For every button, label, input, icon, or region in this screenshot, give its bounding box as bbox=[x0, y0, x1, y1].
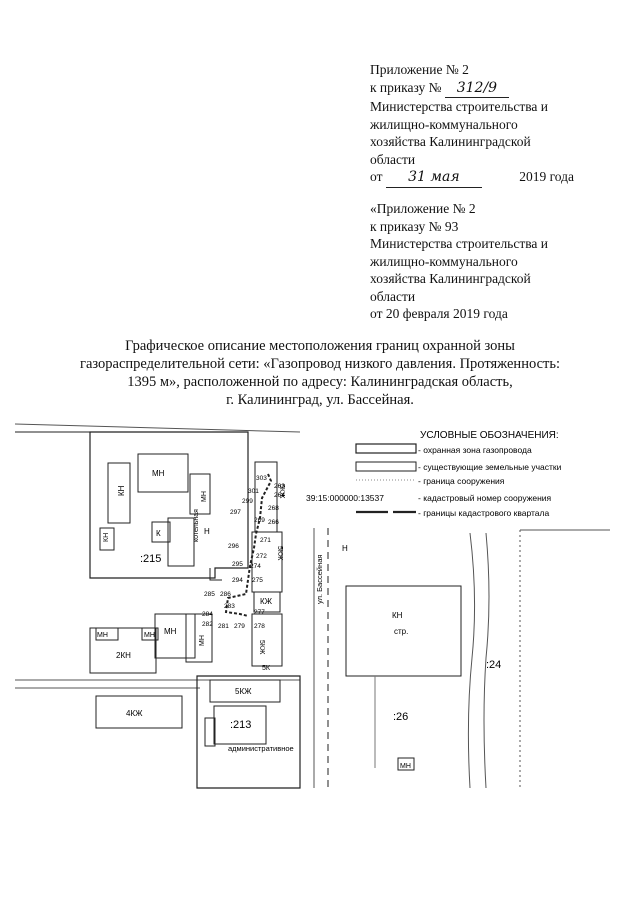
label-5kj-d: 5КЖ bbox=[235, 687, 252, 696]
point-303: 303 bbox=[256, 475, 267, 482]
point-284: 284 bbox=[202, 611, 213, 618]
legend-item-land-plots: - существующие земельные участки bbox=[418, 462, 562, 472]
label-n: Н bbox=[204, 527, 210, 536]
point-294: 294 bbox=[232, 577, 243, 584]
point-281: 281 bbox=[218, 623, 229, 630]
label-5kj-b: 5КЖ bbox=[276, 546, 283, 561]
label-mn-5: МН bbox=[164, 627, 177, 636]
label-kj: КЖ bbox=[260, 597, 273, 606]
label-admin: административное bbox=[228, 744, 294, 753]
ministry-line-2: жилищно-коммунального bbox=[370, 116, 518, 132]
point-268: 268 bbox=[268, 505, 279, 512]
point-263: 263 bbox=[274, 483, 285, 490]
label-kotelnaya: котельная bbox=[193, 509, 200, 542]
label-2kn: 2КН bbox=[116, 651, 131, 660]
label-mn-2: МН bbox=[201, 491, 208, 502]
annex-new-order: к приказу № 312/9 bbox=[370, 79, 574, 98]
legend-item-cadastral-number: - кадастровый номер сооружения bbox=[418, 493, 552, 503]
point-296: 296 bbox=[228, 543, 239, 550]
label-parcel-24: :24 bbox=[486, 659, 501, 671]
label-parcel-215: :215 bbox=[140, 553, 161, 565]
ministry-line-3: хозяйства Калининградской bbox=[370, 134, 531, 149]
point-277: 277 bbox=[254, 609, 265, 616]
annex-old-block: «Приложение № 2 к приказу № 93 Министерс… bbox=[370, 200, 548, 323]
label-mn-4: МН bbox=[144, 632, 155, 639]
old-ministry-line-1: Министерства строительства и bbox=[370, 236, 549, 251]
ministry-line-1: Министерства строительства и bbox=[370, 99, 549, 114]
point-271: 271 bbox=[260, 537, 271, 544]
old-ministry-line-3: хозяйства Калининградской bbox=[370, 271, 531, 286]
label-mn-1: МН bbox=[152, 469, 165, 478]
label-mn-7: МН bbox=[400, 763, 411, 770]
annex-old-date: от 20 февраля 2019 года bbox=[370, 306, 508, 321]
label-5kj-c: 5КЖ bbox=[258, 640, 265, 655]
legend-cadastral-code: 39:15:000000:13537 bbox=[306, 493, 384, 503]
label-kn-3: КН bbox=[392, 611, 403, 620]
point-283: 283 bbox=[224, 603, 235, 610]
point-299: 299 bbox=[242, 498, 253, 505]
handwritten-order-number: 312/9 bbox=[444, 80, 509, 98]
ministry-line-4: области bbox=[370, 151, 416, 167]
label-mn-6: МН bbox=[199, 635, 206, 646]
handwritten-date: 31 мая bbox=[385, 169, 482, 188]
legend-item-structure-boundary: - граница сооружения bbox=[418, 476, 505, 486]
point-264: 264 bbox=[274, 492, 285, 499]
label-str: стр. bbox=[394, 627, 408, 636]
label-k: К bbox=[156, 529, 161, 538]
annex-new-date: от 31 мая 2019 года bbox=[370, 168, 574, 188]
label-mn-3: МН bbox=[97, 632, 108, 639]
point-279: 279 bbox=[234, 623, 245, 630]
annex-new-title: Приложение № 2 bbox=[370, 62, 469, 77]
annex-old-title: «Приложение № 2 bbox=[370, 201, 476, 216]
point-301: 301 bbox=[248, 488, 259, 495]
label-parcel-213: :213 bbox=[230, 719, 251, 731]
label-5kj-a: 5КЖ bbox=[278, 484, 285, 499]
point-285: 285 bbox=[204, 591, 215, 598]
point-297: 297 bbox=[230, 509, 241, 516]
point-269: 269 bbox=[254, 517, 265, 524]
cadastral-map: УСЛОВНЫЕ ОБОЗНАЧЕНИЯ: - охранная зона га… bbox=[14, 423, 610, 789]
label-kn-2: КН bbox=[103, 533, 110, 542]
point-266: 266 bbox=[268, 519, 279, 526]
label-street: ул. Бассейная bbox=[315, 555, 324, 604]
label-4kj: 4КЖ bbox=[126, 709, 143, 718]
annex-new-block: Приложение № 2 к приказу № 312/9 Министе… bbox=[370, 61, 574, 188]
legend-item-protection-zone: - охранная зона газопровода bbox=[418, 445, 532, 455]
point-282: 282 bbox=[202, 621, 213, 628]
point-295: 295 bbox=[232, 561, 243, 568]
label-parcel-26: :26 bbox=[393, 711, 408, 723]
legend-item-quarter-boundary: - границы кадастрового квартала bbox=[418, 508, 549, 518]
annex-old-order: к приказу № 93 bbox=[370, 218, 459, 234]
old-ministry-line-4: области bbox=[370, 288, 416, 304]
legend-title: УСЛОВНЫЕ ОБОЗНАЧЕНИЯ: bbox=[420, 430, 559, 441]
point-286: 286 bbox=[220, 591, 231, 598]
point-275: 275 bbox=[252, 577, 263, 584]
old-ministry-line-2: жилищно-коммунального bbox=[370, 253, 518, 269]
point-272: 272 bbox=[256, 553, 267, 560]
label-n-g: Н bbox=[342, 544, 348, 553]
document-title: Графическое описание местоположения гран… bbox=[80, 338, 560, 408]
label-5k: 5К bbox=[262, 665, 271, 672]
point-274: 274 bbox=[250, 563, 261, 570]
label-kn-1: КН bbox=[117, 485, 126, 496]
point-278: 278 bbox=[254, 623, 265, 630]
